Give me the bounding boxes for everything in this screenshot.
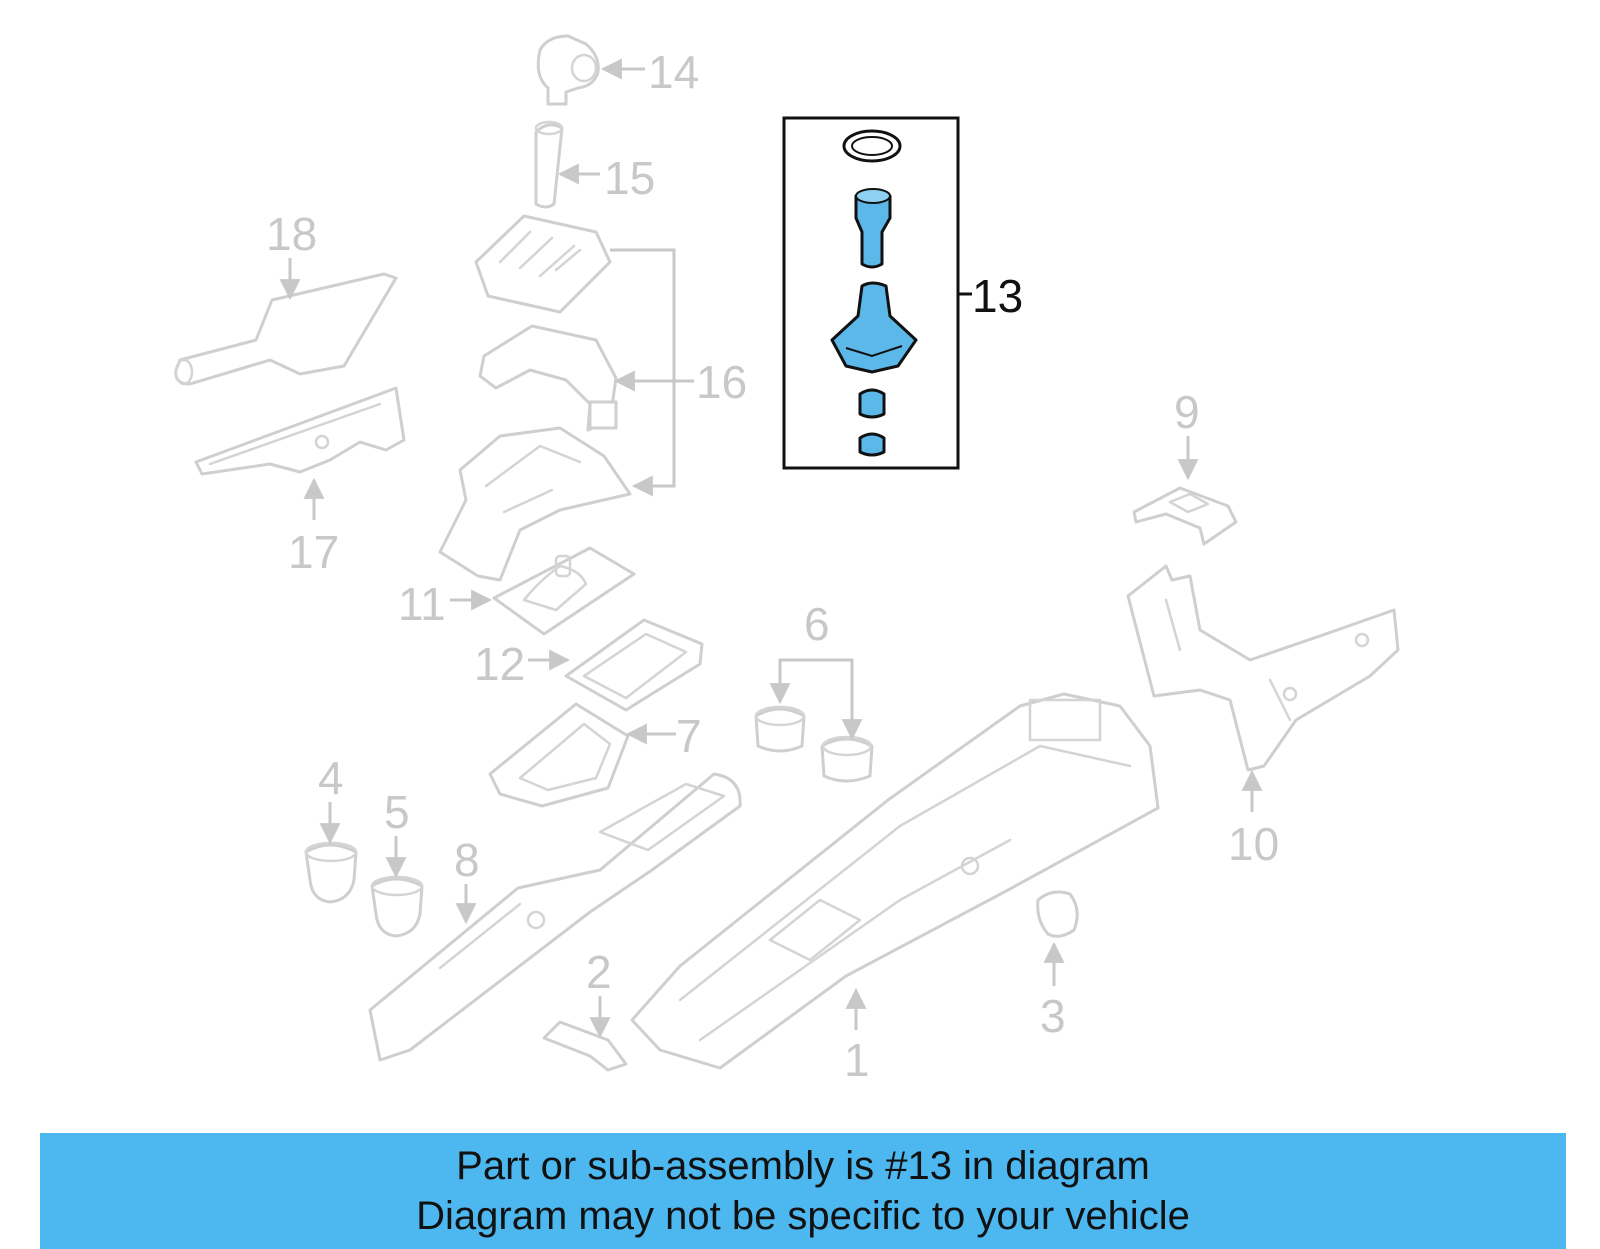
callout-10: 10 <box>1228 818 1279 870</box>
callout-7: 7 <box>676 710 702 762</box>
part-1-shape[interactable] <box>630 692 1160 1070</box>
callout-15: 15 <box>604 152 655 204</box>
part-9-shape[interactable] <box>1132 486 1238 546</box>
callout-12: 12 <box>474 638 525 690</box>
callout-9: 9 <box>1174 386 1200 438</box>
callout-1: 1 <box>844 1034 870 1086</box>
banner-line-1: Part or sub-assembly is #13 in diagram <box>456 1144 1150 1188</box>
part-5-shape[interactable] <box>370 875 424 938</box>
part-7-shape[interactable] <box>488 702 630 808</box>
part-16-shape[interactable] <box>438 214 632 582</box>
part-10-shape[interactable] <box>1126 564 1400 772</box>
callout-4: 4 <box>318 752 344 804</box>
callout-18: 18 <box>266 208 317 260</box>
info-banner: Part or sub-assembly is #13 in diagram D… <box>40 1133 1566 1249</box>
callout-3: 3 <box>1040 990 1066 1042</box>
part-8-shape[interactable] <box>368 772 742 1062</box>
callout-16: 16 <box>696 356 747 408</box>
banner-line-2: Diagram may not be specific to your vehi… <box>416 1194 1190 1238</box>
callout-5: 5 <box>384 786 410 838</box>
part-3-shape[interactable] <box>1036 890 1079 938</box>
part-2-shape[interactable] <box>542 1020 628 1072</box>
part-15-shape[interactable] <box>534 120 564 209</box>
callout-2: 2 <box>586 946 612 998</box>
part-18-shape[interactable] <box>174 272 398 386</box>
callout-13: 13 <box>972 270 1023 322</box>
part-11-shape[interactable] <box>492 546 636 636</box>
callout-17: 17 <box>288 526 339 578</box>
callout-8: 8 <box>454 834 480 886</box>
part-12-shape[interactable] <box>564 618 704 712</box>
callout-6: 6 <box>804 598 830 650</box>
part-6-shape[interactable] <box>754 705 874 783</box>
part-14-shape[interactable] <box>536 34 600 106</box>
part-13-assembly-box[interactable] <box>782 116 960 470</box>
callout-11: 11 <box>398 578 446 630</box>
callout-14: 14 <box>648 46 699 98</box>
part-4-shape[interactable] <box>304 841 358 904</box>
part-17-shape[interactable] <box>194 386 406 476</box>
